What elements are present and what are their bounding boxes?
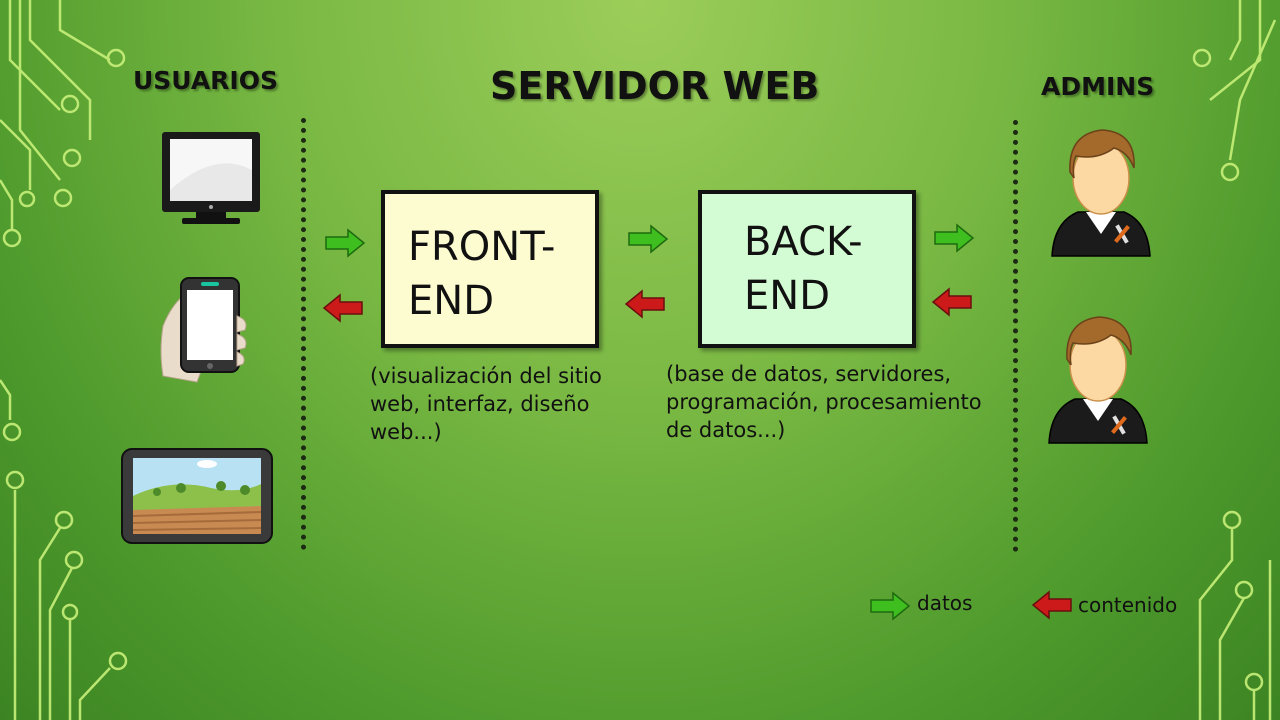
backend-box (698, 190, 916, 348)
backend-desc-line: (base de datos, servidores, (666, 362, 952, 386)
admins-divider (1013, 120, 1018, 552)
server-title: SERVIDOR WEB (490, 64, 820, 108)
frontend-label-line1: FRONT- (408, 224, 556, 270)
backend-desc-line: programación, procesamiento (666, 390, 982, 414)
frontend-box (381, 190, 599, 348)
frontend-label-line2: END (408, 278, 494, 324)
legend-content-arrow-icon (1031, 590, 1072, 620)
frontend-desc-line: web...) (370, 420, 442, 444)
admin-person-icon (1051, 129, 1151, 257)
admins-heading: ADMINS (1041, 72, 1155, 101)
backend-label-line2: END (744, 273, 830, 319)
data-arrow-icon (628, 224, 669, 254)
backend-desc-line: de datos...) (666, 418, 786, 442)
frontend-desc-line: web, interfaz, diseño (370, 392, 590, 416)
legend-data-label: datos (917, 591, 973, 615)
content-arrow-icon (322, 293, 363, 323)
users-heading: USUARIOS (133, 66, 278, 95)
frontend-desc-line: (visualización del sitio (370, 364, 602, 388)
legend-data-arrow-icon (870, 591, 911, 621)
desktop-monitor-icon (162, 132, 260, 224)
data-arrow-icon (325, 228, 366, 258)
data-arrow-icon (934, 223, 975, 253)
content-arrow-icon (624, 289, 665, 319)
admin-person-icon (1048, 316, 1148, 444)
users-divider (301, 118, 306, 550)
legend-content-label: contenido (1078, 593, 1178, 617)
smartphone-in-hand-icon (160, 277, 247, 383)
backend-description: (base de datos, servidores, programación… (666, 360, 982, 444)
content-arrow-icon (931, 287, 972, 317)
frontend-description: (visualización del sitio web, interfaz, … (370, 362, 602, 446)
backend-label-line1: BACK- (744, 219, 863, 265)
tablet-landscape-icon (121, 448, 273, 544)
